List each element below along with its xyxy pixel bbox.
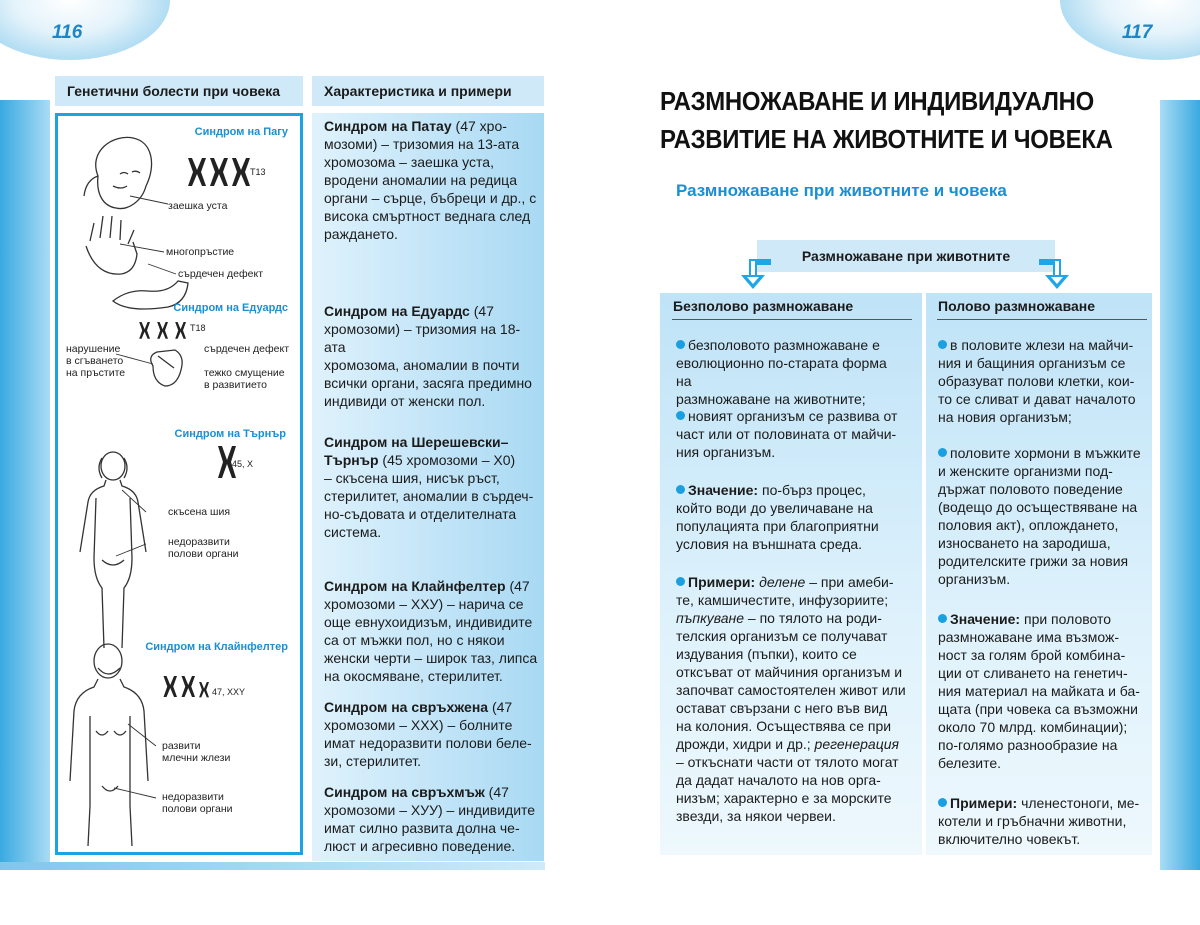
section-subtitle: Размножаване при животните и човека xyxy=(676,181,1007,200)
label-underdeveloped-genitals-klinefelter: недоразвити полови органи xyxy=(162,791,233,815)
bullet-icon xyxy=(938,340,947,349)
diagram-header: Размножаване при животните xyxy=(757,240,1055,272)
syndrome-turner: Синдром на Шерешевски– Търнър (45 хромоз… xyxy=(324,434,534,540)
syndrome-superfemale: Синдром на свръхжена (47 хромозоми – ХХХ… xyxy=(324,699,532,769)
sexual-point-1: в половите жлези на майчи- ния и бащиния… xyxy=(938,337,1136,425)
chromosome-label-patau: Т13 xyxy=(250,167,266,177)
characteristics-column xyxy=(312,113,544,861)
sexual-examples: Примери: членестоноги, ме- котели и гръб… xyxy=(938,795,1140,847)
asexual-examples: Примери: делене – при амеби- те, камшиче… xyxy=(676,574,906,824)
asexual-significance: Значение: по-бърз процес, който води до … xyxy=(676,482,879,552)
page-number-right: 117 xyxy=(1122,22,1153,43)
label-cleft-lip: заешка уста xyxy=(168,200,228,212)
bottom-band xyxy=(0,862,545,870)
figure-title-turner: Синдром на Търнър xyxy=(174,428,286,440)
bullet-icon xyxy=(938,448,947,457)
asexual-panel xyxy=(660,293,922,855)
bullet-icon xyxy=(676,577,685,586)
diagram-arrows xyxy=(741,259,1069,289)
figure-title-patau: Синдром на Пагу xyxy=(194,126,288,138)
chromosome-label-klinefelter: 47, XXY xyxy=(212,687,246,697)
bullet-icon xyxy=(938,798,947,807)
table-header-diseases: Генетични болести при човека xyxy=(55,76,303,106)
asexual-point-2: новият организъм се развива от част или … xyxy=(676,408,898,460)
syndrome-klinefelter: Синдром на Клайнфелтер (47 хромозоми – Х… xyxy=(324,578,538,684)
bullet-icon xyxy=(938,614,947,623)
syndrome-patau: Синдром на Патау (47 хро- мозоми) – триз… xyxy=(324,118,537,242)
sexual-heading: Полово размножаване xyxy=(938,298,1096,314)
label-heart-defect-edwards: сърдечен дефект xyxy=(204,343,290,355)
label-developed-mammary-glands: развити млечни жлези xyxy=(162,740,231,764)
syndrome-supermale: Синдром на свръхмъж (47 хромозоми – ХУУ)… xyxy=(324,784,536,854)
table-header-characteristics: Характеристика и примери xyxy=(312,76,544,106)
chromosome-label-turner: 45, Х xyxy=(232,459,254,469)
syndrome-edwards: Синдром на Едуардс (47 хромозоми) – триз… xyxy=(324,303,532,409)
figure-title-edwards: Синдром на Едуардс xyxy=(173,302,288,314)
bullet-icon xyxy=(676,340,685,349)
chapter-title: РАЗМНОЖАВАНЕ И ИНДИВИДУАЛНО РАЗВИТИЕ НА … xyxy=(660,86,1113,154)
figure-title-klinefelter: Синдром на Клайнфелтер xyxy=(145,641,288,653)
chromosome-label-edwards: Т18 xyxy=(190,323,206,333)
asexual-heading-rule xyxy=(672,319,912,320)
sexual-significance: Значение: при половото размножаване има … xyxy=(938,611,1140,771)
sexual-heading-rule xyxy=(937,319,1147,320)
label-developmental-delay: тежко смущение в развитието xyxy=(204,367,285,391)
label-short-neck: скъсена шия xyxy=(168,506,231,518)
left-margin-band xyxy=(0,100,50,870)
label-underdeveloped-genitals-turner: недоразвити полови органи xyxy=(168,536,239,560)
syndrome-illustrations xyxy=(69,136,250,847)
label-finger-flexion: нарушение в сгъването на пръстите xyxy=(66,343,126,379)
asexual-heading: Безполово размножаване xyxy=(673,298,854,314)
right-margin-band xyxy=(1160,100,1200,870)
sexual-panel xyxy=(926,293,1152,855)
label-polydactyly: многопръстие xyxy=(166,246,235,258)
asexual-point-1: безполовото размножаване е еволюционно п… xyxy=(676,337,887,407)
bullet-icon xyxy=(676,411,685,420)
bullet-icon xyxy=(676,485,685,494)
sexual-point-2: половите хормони в мъжките и женските ор… xyxy=(938,445,1141,587)
page-number-left: 116 xyxy=(52,22,83,43)
page-corner-left xyxy=(0,0,170,60)
label-heart-defect-patau: сърдечен дефект xyxy=(178,268,264,280)
